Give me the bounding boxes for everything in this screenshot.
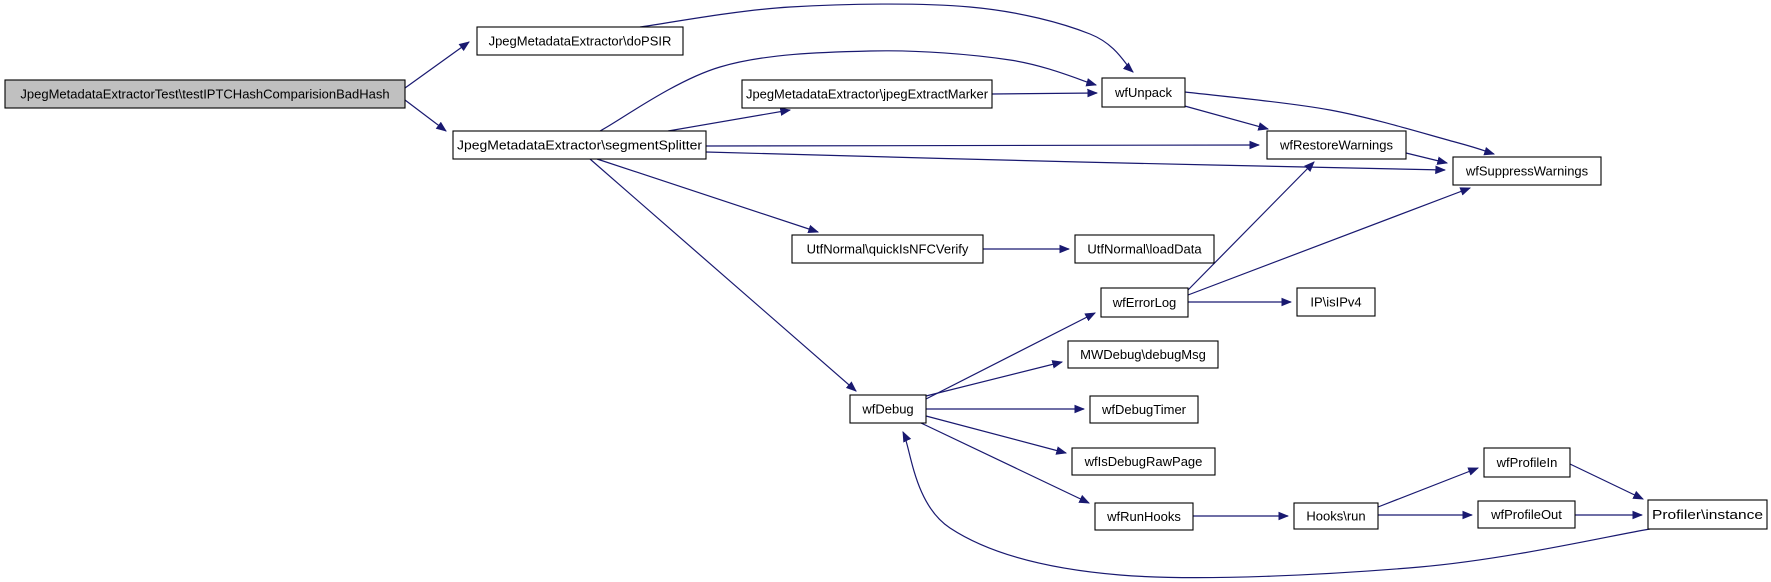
node-root[interactable]: JpegMetadataExtractorTest\testIPTCHashCo… [4,79,406,109]
node-label-wfSuppressWarnings: wfSuppressWarnings [1465,164,1589,179]
node-label-hooksRun: Hooks\run [1306,509,1365,524]
edge-wfErrorLog-to-wfSuppressWarnings [1187,187,1472,296]
edge-doPSIR-to-wfUnpack [639,3,1134,73]
node-wfRestoreWarnings[interactable]: wfRestoreWarnings [1266,130,1407,160]
node-box-loadData[interactable] [1074,234,1215,264]
node-quickIsNFCVerify[interactable]: UtfNormal\quickIsNFCVerify [791,234,984,264]
node-box-isIPv4[interactable] [1296,287,1376,317]
edge-segmentSplitter-to-jpegExtractMarker [667,107,792,132]
node-wfUnpack[interactable]: wfUnpack [1101,77,1186,108]
node-debugMsg[interactable]: MWDebug\debugMsg [1067,340,1219,369]
node-label-wfIsDebugRawPage: wfIsDebugRawPage [1084,454,1203,469]
node-label-loadData: UtfNormal\loadData [1087,242,1202,257]
edge-wfDebug-to-wfErrorLog [925,312,1096,400]
edge-segmentSplitter-to-wfSuppressWarnings [705,151,1447,175]
edge-root-to-doPSIR [404,41,470,89]
node-isIPv4[interactable]: IP\isIPv4 [1296,287,1376,317]
edges-layer [404,3,1651,579]
node-box-wfIsDebugRawPage[interactable] [1071,447,1216,476]
node-label-wfUnpack: wfUnpack [1114,85,1173,100]
node-box-wfDebugTimer[interactable] [1089,395,1199,424]
edge-wfProfileIn-to-profilerInstance [1569,463,1644,500]
edge-hooksRun-to-wfProfileIn [1377,467,1480,508]
node-box-wfRestoreWarnings[interactable] [1266,130,1407,160]
node-box-wfErrorLog[interactable] [1100,287,1189,318]
node-wfSuppressWarnings[interactable]: wfSuppressWarnings [1452,156,1602,186]
node-box-debugMsg[interactable] [1067,340,1219,369]
node-label-profilerInstance: Profiler\instance [1652,507,1763,522]
node-box-quickIsNFCVerify[interactable] [791,234,984,264]
node-box-wfDebug[interactable] [849,394,927,424]
edge-segmentSplitter-to-quickIsNFCVerify [596,158,820,234]
edge-wfDebug-to-debugMsg [925,360,1064,397]
node-label-jpegExtractMarker: JpegMetadataExtractor\jpegExtractMarker [746,87,989,102]
node-label-wfDebug: wfDebug [861,402,913,417]
edge-wfUnpack-to-wfRestoreWarnings [1180,104,1270,131]
node-label-wfProfileIn: wfProfileIn [1496,455,1558,470]
node-label-segmentSplitter: JpegMetadataExtractor\segmentSplitter [457,138,703,153]
node-label-wfRunHooks: wfRunHooks [1106,509,1181,524]
node-box-wfProfileOut[interactable] [1477,500,1576,529]
node-box-wfProfileIn[interactable] [1483,447,1571,478]
edge-profilerInstance-to-wfDebug [902,431,1651,579]
edge-wfDebug-to-wfIsDebugRawPage [925,415,1068,455]
node-label-quickIsNFCVerify: UtfNormal\quickIsNFCVerify [807,242,969,257]
node-label-wfRestoreWarnings: wfRestoreWarnings [1279,138,1393,153]
node-box-hooksRun[interactable] [1293,502,1379,530]
edge-wfDebug-to-wfRunHooks [920,422,1090,504]
node-box-segmentSplitter[interactable] [452,130,707,160]
node-label-wfProfileOut: wfProfileOut [1490,507,1562,522]
node-wfIsDebugRawPage[interactable]: wfIsDebugRawPage [1071,447,1216,476]
nodes-layer: JpegMetadataExtractorTest\testIPTCHashCo… [4,26,1768,531]
edge-wfUnpack-to-wfSuppressWarnings [1184,91,1496,156]
node-hooksRun[interactable]: Hooks\run [1293,502,1379,530]
node-segmentSplitter[interactable]: JpegMetadataExtractor\segmentSplitter [452,130,707,160]
node-box-doPSIR[interactable] [476,26,684,56]
edge-segmentSplitter-to-wfUnpack [599,50,1098,132]
edge-wfRestoreWarnings-to-wfSuppressWarnings [1405,152,1449,165]
edge-segmentSplitter-to-wfDebug [589,158,857,392]
node-jpegExtractMarker[interactable]: JpegMetadataExtractor\jpegExtractMarker [741,79,993,109]
node-label-debugMsg: MWDebug\debugMsg [1080,347,1206,362]
node-label-doPSIR: JpegMetadataExtractor\doPSIR [489,34,672,49]
node-box-root[interactable] [4,79,406,109]
node-wfRunHooks[interactable]: wfRunHooks [1094,502,1194,531]
node-wfProfileIn[interactable]: wfProfileIn [1483,447,1571,478]
node-profilerInstance[interactable]: Profiler\instance [1647,499,1768,530]
node-box-wfUnpack[interactable] [1101,77,1186,108]
node-label-wfDebugTimer: wfDebugTimer [1101,402,1187,417]
node-doPSIR[interactable]: JpegMetadataExtractor\doPSIR [476,26,684,56]
node-wfDebugTimer[interactable]: wfDebugTimer [1089,395,1199,424]
node-loadData[interactable]: UtfNormal\loadData [1074,234,1215,264]
node-label-isIPv4: IP\isIPv4 [1310,295,1361,310]
edge-root-to-segmentSplitter [404,99,447,132]
edge-segmentSplitter-to-wfRestoreWarnings [705,140,1261,150]
node-wfDebug[interactable]: wfDebug [849,394,927,424]
node-wfErrorLog[interactable]: wfErrorLog [1100,287,1189,318]
node-label-root: JpegMetadataExtractorTest\testIPTCHashCo… [20,87,389,102]
edge-jpegExtractMarker-to-wfUnpack [991,88,1099,98]
node-box-profilerInstance[interactable] [1647,499,1768,530]
node-box-wfRunHooks[interactable] [1094,502,1194,531]
node-box-jpegExtractMarker[interactable] [741,79,993,109]
node-label-wfErrorLog: wfErrorLog [1112,295,1177,310]
node-box-wfSuppressWarnings[interactable] [1452,156,1602,186]
edge-wfErrorLog-to-wfRestoreWarnings [1187,161,1315,291]
node-wfProfileOut[interactable]: wfProfileOut [1477,500,1576,529]
